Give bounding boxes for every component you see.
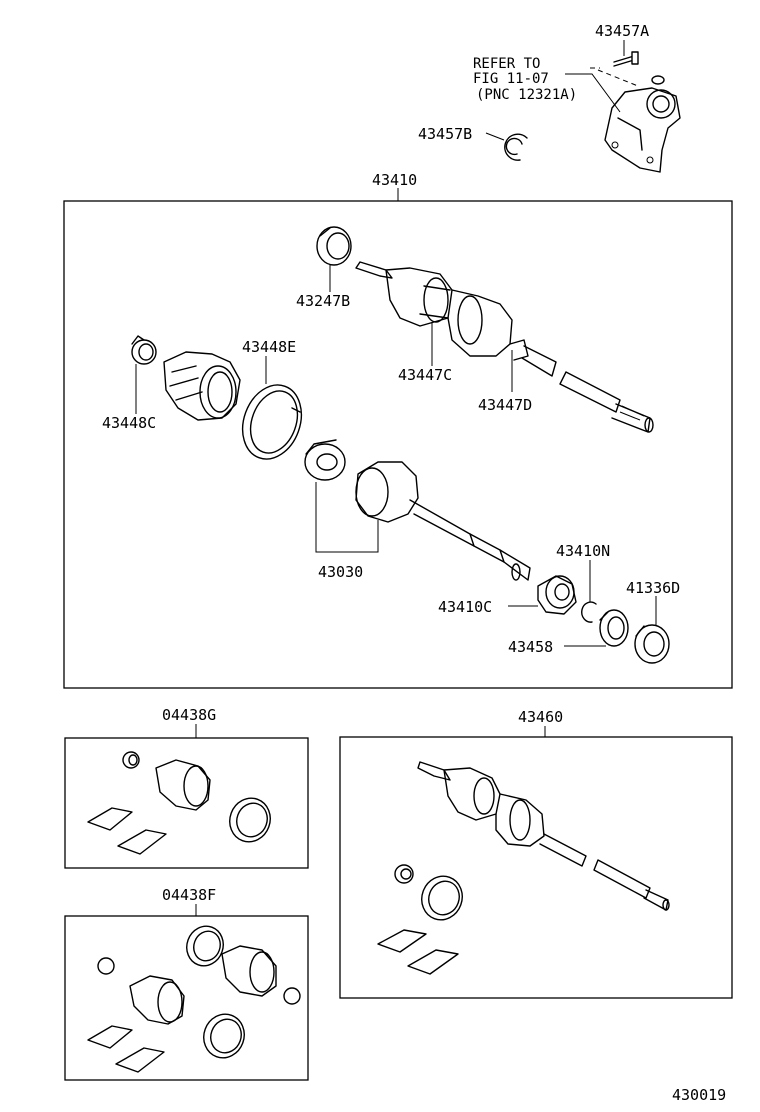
kit-04438F-parts	[87, 925, 301, 1073]
label-43457A: 43457A	[595, 22, 649, 40]
bolt-43457A-illustration	[613, 51, 639, 67]
band-43448E-illustration	[241, 384, 303, 460]
label-43448C: 43448C	[102, 414, 156, 432]
assembly-box-43460	[339, 736, 733, 999]
bearing-bracket-illustration	[604, 75, 681, 173]
label-43457B: 43457B	[418, 125, 472, 143]
dust-seal-43247B-illustration	[316, 226, 352, 266]
seal-41336D-illustration	[634, 624, 670, 664]
label-04438G: 04438G	[162, 706, 216, 724]
leader-43030	[315, 482, 379, 553]
label-43410: 43410	[372, 171, 417, 189]
label-43410N: 43410N	[556, 542, 610, 560]
refer-note-line3: (PNC 12321A)	[476, 87, 577, 103]
label-43460: 43460	[518, 708, 563, 726]
boot-illustration	[163, 351, 241, 421]
kit-04438G-parts	[87, 751, 271, 855]
snap-ring-43410N-illustration	[581, 601, 597, 623]
label-43458: 43458	[508, 638, 553, 656]
leader-43457B	[485, 132, 505, 141]
inboard-joint-shaft-illustration	[355, 461, 531, 581]
label-43448E: 43448E	[242, 338, 296, 356]
bearing-43410C-illustration	[537, 575, 577, 615]
dashed-leader-bolt	[597, 69, 639, 87]
label-04438F: 04438F	[162, 886, 216, 904]
snap-ring-43457B-illustration	[504, 133, 528, 161]
figure-number: 430019	[672, 1086, 726, 1104]
outboard-shaft-illustration	[355, 261, 654, 433]
tripod-joint-illustration	[304, 439, 346, 481]
refer-note-line1: REFER TO	[473, 56, 540, 72]
label-43447D: 43447D	[478, 396, 532, 414]
kit-box-04438F	[64, 915, 309, 1081]
label-43410C: 43410C	[438, 598, 492, 616]
leader-refer-fig	[565, 73, 621, 113]
assembly-box-43410	[63, 200, 733, 689]
label-43447C: 43447C	[398, 366, 452, 384]
washer-43458-illustration	[599, 609, 629, 647]
shaft-assembly-43460-illustration	[377, 761, 670, 975]
label-43030: 43030	[318, 563, 363, 581]
kit-box-04438G	[64, 737, 309, 869]
refer-note-line2: FIG 11-07	[473, 71, 549, 87]
label-43247B: 43247B	[296, 292, 350, 310]
label-41336D: 41336D	[626, 579, 680, 597]
clamp-43448C-illustration	[131, 335, 157, 365]
